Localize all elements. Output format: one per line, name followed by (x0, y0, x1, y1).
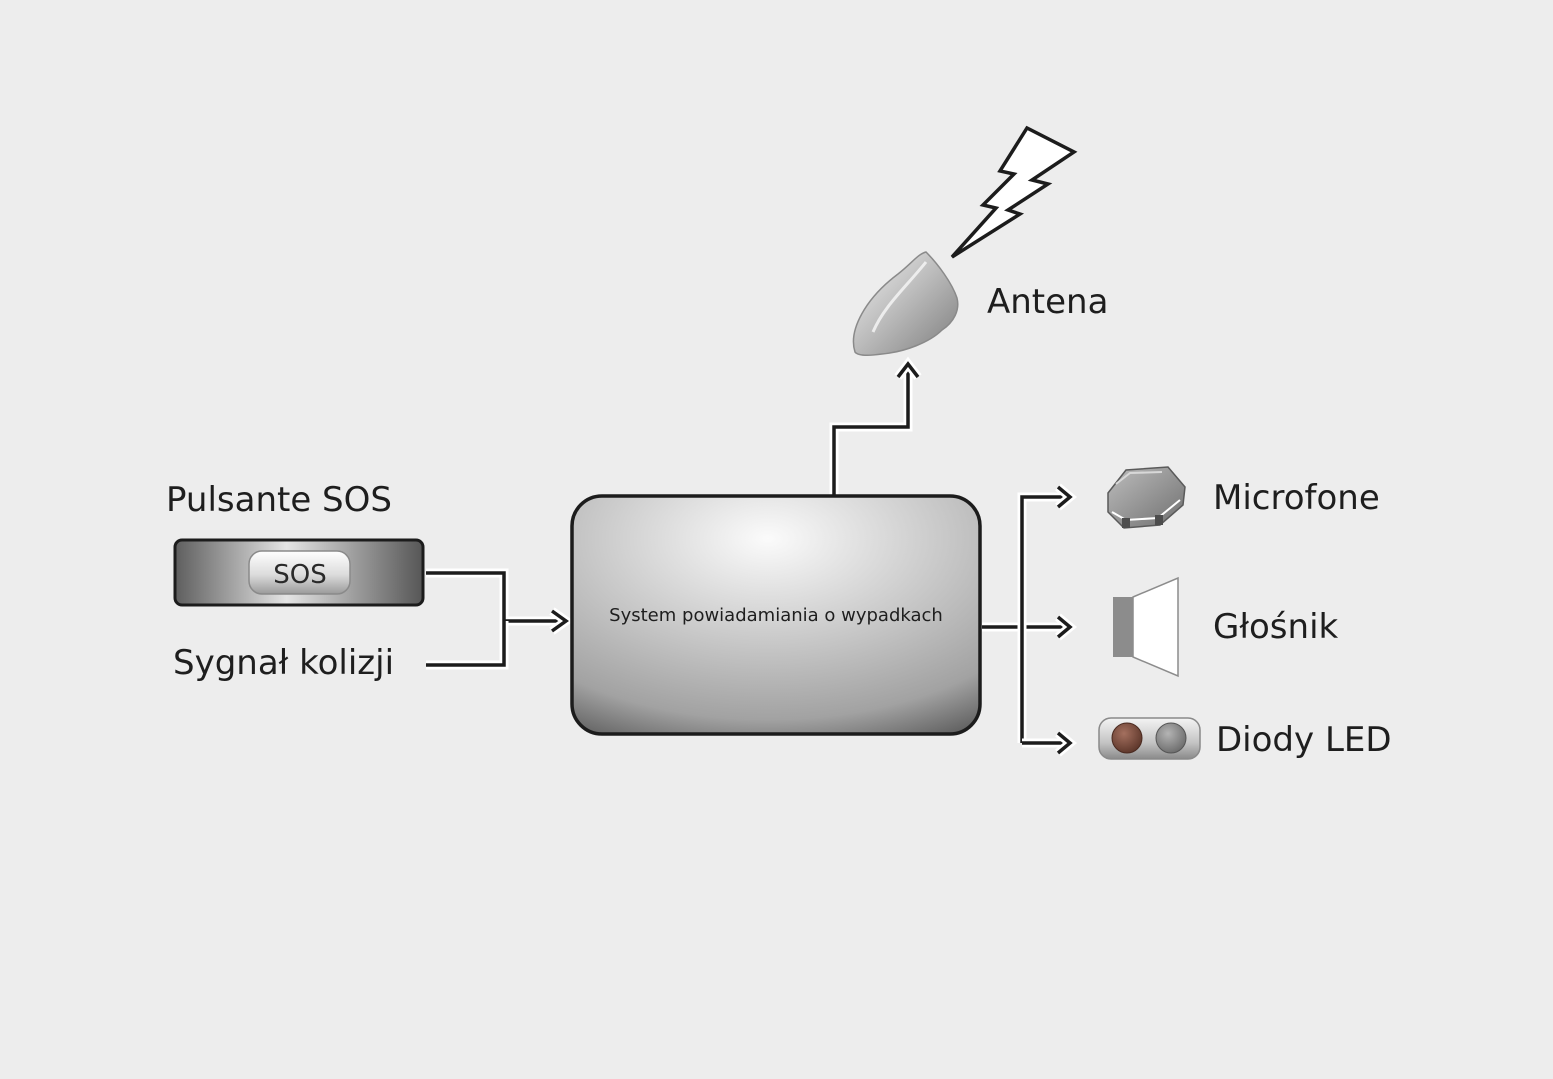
microphone-label: Microfone (1213, 478, 1380, 518)
microphone-output: Microfone (1107, 466, 1380, 529)
sos-button-label: SOS (273, 560, 326, 590)
speaker-output: Głośnik (1113, 576, 1339, 678)
shark-fin-antenna-icon (852, 251, 959, 357)
led-label: Diody LED (1216, 720, 1392, 760)
sos-title: Pulsante SOS (166, 480, 392, 520)
led-output: Diody LED (1098, 717, 1392, 760)
led-pair-icon (1098, 717, 1201, 760)
antenna-label: Antena (987, 282, 1108, 322)
sos-button[interactable]: SOS (248, 550, 351, 595)
connection-lines (426, 356, 1078, 757)
central-unit-label: System powiadamiania o wypadkach (609, 605, 943, 626)
speaker-label: Głośnik (1213, 607, 1339, 647)
antenna-group: Antena (852, 125, 1108, 357)
microphone-icon (1107, 466, 1186, 529)
collision-signal-label: Sygnał kolizji (173, 643, 394, 683)
central-unit: System powiadamiania o wypadkach (570, 494, 982, 736)
sos-input: Pulsante SOS SOS Sygnał kolizji (166, 480, 425, 683)
speaker-icon (1113, 576, 1179, 678)
lightning-bolt-icon (950, 125, 1078, 259)
